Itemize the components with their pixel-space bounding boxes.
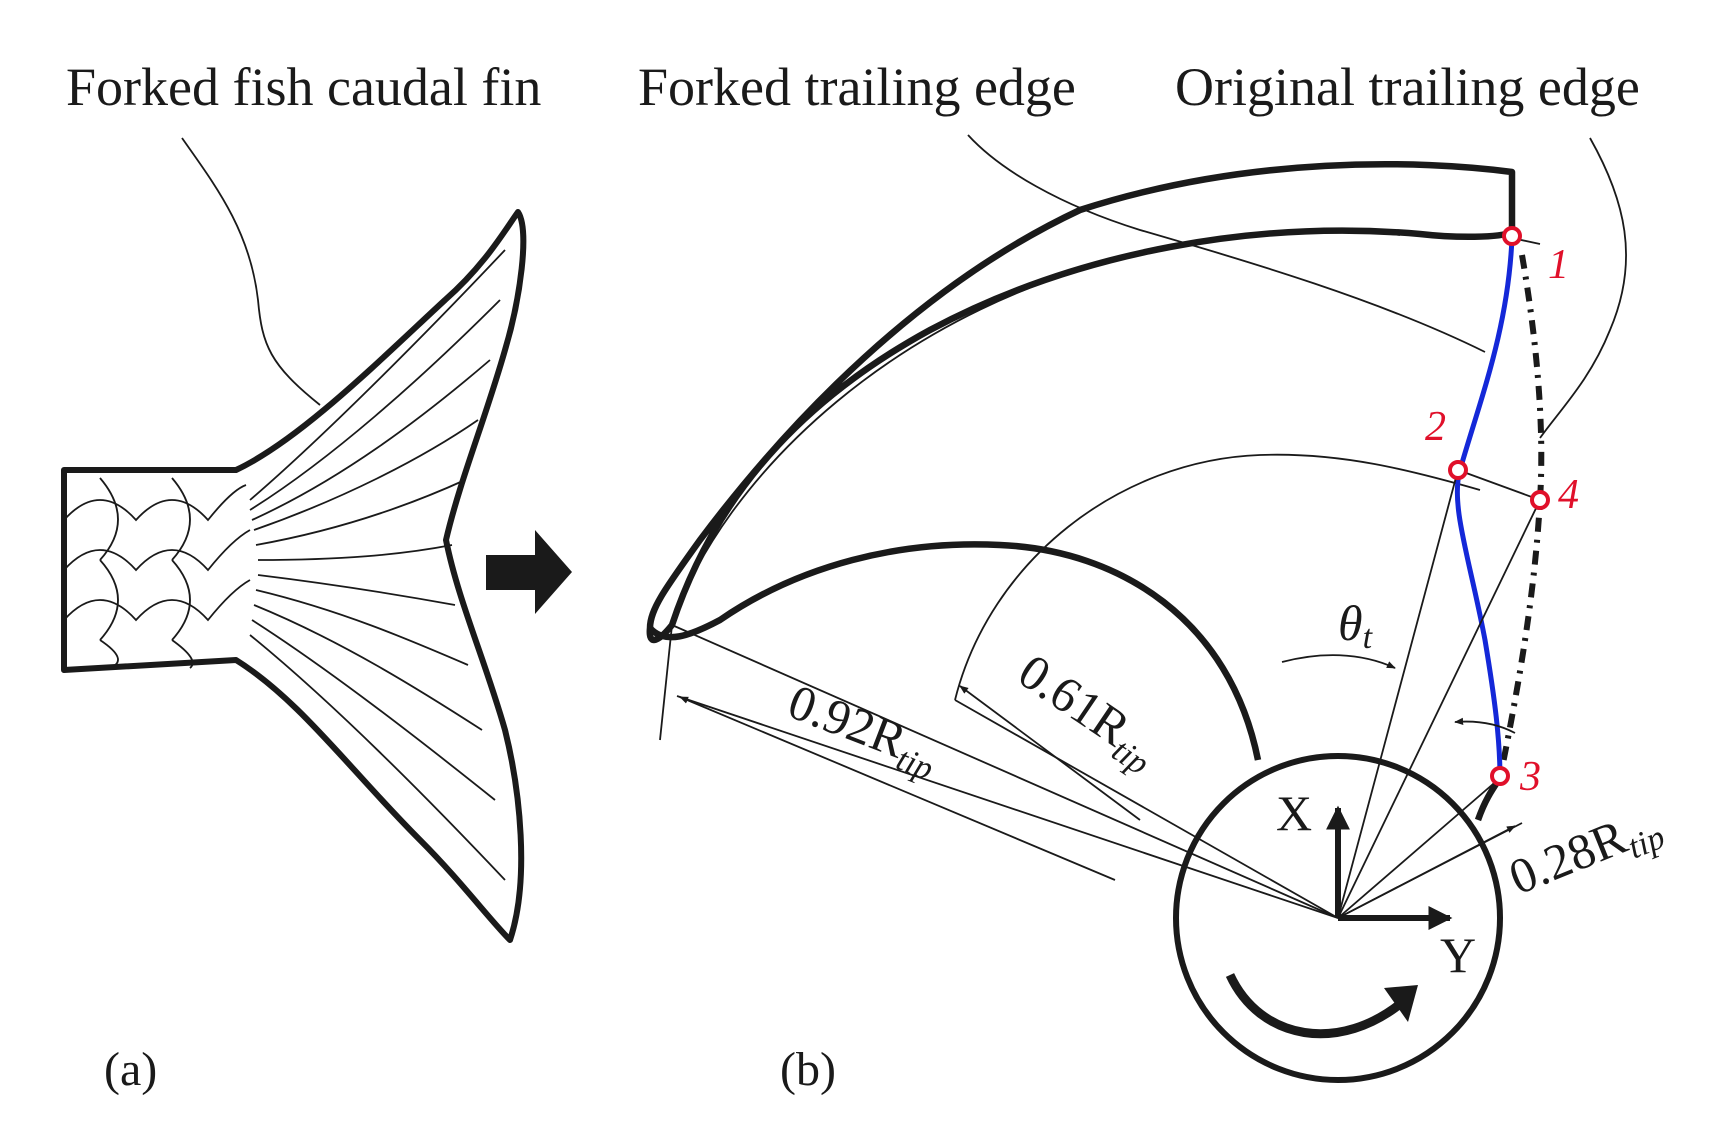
point-2-label: 2 <box>1425 404 1446 450</box>
title-forked-trailing-edge: Forked trailing edge <box>638 57 1076 117</box>
fin-rays <box>249 249 506 881</box>
theta-arc <box>1281 654 1396 669</box>
dim-label-0.28: 0.28Rtip <box>1501 795 1670 912</box>
point-3-marker <box>1490 766 1510 786</box>
panel-label-a: (a) <box>104 1043 157 1096</box>
title-original-trailing-edge: Original trailing edge <box>1175 57 1640 117</box>
dim-arrow-0.92 <box>679 696 1116 881</box>
arc-0.92-tail <box>659 624 673 741</box>
theta-arc-2 <box>1454 717 1516 734</box>
original-trailing-edge <box>1497 254 1545 779</box>
fin-outline <box>61 209 527 943</box>
transform-arrow-icon <box>486 530 572 614</box>
x-axis-label: X <box>1276 785 1312 841</box>
y-axis-label: Y <box>1440 927 1476 983</box>
leader-forked-edge <box>967 134 1486 353</box>
blade-drawing: X Y 1 2 3 4 0.92Rtip 0.61Rtip 0.28Rtip θ… <box>646 160 1670 1083</box>
arc-0.92 <box>671 230 1401 626</box>
rotation-arrow-arc <box>1225 973 1408 1039</box>
theta-label: θt <box>1338 595 1374 656</box>
fish-caudal-fin-drawing <box>61 209 527 943</box>
arc-0.61 <box>954 453 1481 701</box>
point-4-label: 4 <box>1558 472 1579 518</box>
leader-original-edge <box>1539 137 1627 439</box>
blade-outer-outline <box>646 160 1516 644</box>
point-2-marker <box>1448 460 1468 480</box>
dim-label-0.92: 0.92Rtip <box>779 673 948 788</box>
point-1-label: 1 <box>1548 242 1569 288</box>
fin-scales <box>63 477 251 669</box>
panel-label-b: (b) <box>780 1043 836 1096</box>
leader-fish-fin <box>181 137 321 406</box>
blade-inner-outline <box>647 541 1262 761</box>
point-3-label: 3 <box>1519 754 1541 800</box>
dim-label-0.61: 0.61Rtip <box>1005 643 1170 783</box>
forked-trailing-edge <box>1454 237 1515 779</box>
dim-arrow-0.61 <box>959 685 1141 821</box>
point-1-marker <box>1502 226 1522 246</box>
dim-arrow-0.28 <box>1337 825 1516 919</box>
rotation-arrow-icon <box>1384 985 1418 1022</box>
point-4-marker <box>1530 490 1550 510</box>
title-forked-fish-caudal-fin: Forked fish caudal fin <box>66 57 541 117</box>
point-markers <box>1448 226 1550 786</box>
